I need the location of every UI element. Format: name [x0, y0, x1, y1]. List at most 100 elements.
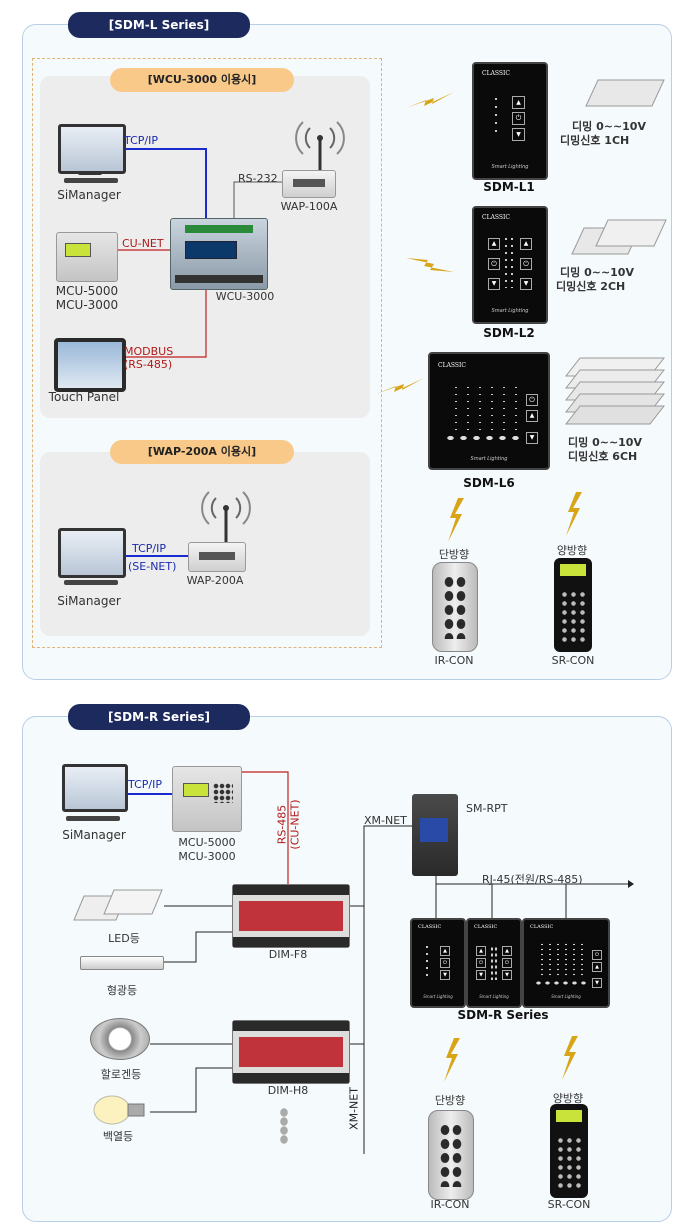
down-button[interactable]: ▼: [502, 970, 512, 980]
power-button[interactable]: ⏻: [488, 258, 500, 270]
sdm-l2-name: SDM-L2: [483, 326, 535, 340]
led-panel-icon: [73, 889, 163, 921]
power-button[interactable]: ⏻: [520, 258, 532, 270]
up-button[interactable]: ▲: [512, 96, 525, 109]
panel-foot: Smart Lighting: [491, 164, 529, 170]
sr-con-label: SR-CON: [551, 654, 595, 667]
power-button[interactable]: ⏻: [440, 958, 450, 968]
touch-panel-label: Touch Panel: [48, 390, 120, 404]
mcu-device: [56, 232, 118, 282]
panel-brand: CLASSIC: [530, 924, 554, 930]
power-button[interactable]: ⏻: [512, 112, 525, 125]
up-button[interactable]: ▲: [488, 238, 500, 250]
sdm-r1-panel: CLASSIC ▲ ⏻ ▼ Smart Lighting: [410, 918, 466, 1008]
up-button[interactable]: ▲: [526, 410, 538, 422]
sdm-r6-panel: CLASSIC ⏻ ▲ ▼ Smart Lighting: [522, 918, 610, 1008]
mcu-5000-label-r: MCU-5000: [178, 836, 236, 849]
sdm-l2-line1: 디밍 0~~10V: [560, 266, 634, 279]
dim-h8-device: [232, 1020, 350, 1084]
lightning-bolt-icon: [406, 92, 454, 108]
down-button[interactable]: ▼: [440, 970, 450, 980]
sdm-l6-line1: 디밍 0~~10V: [568, 436, 642, 449]
ir-con-remote-r: [428, 1110, 474, 1200]
sdm-l-title: [SDM-L Series]: [68, 12, 250, 38]
simanager-label-r: SiManager: [62, 828, 126, 842]
sr-con-heading: 양방향: [556, 544, 588, 557]
bulb-icon: [93, 1095, 145, 1125]
sdm-l6-name: SDM-L6: [463, 476, 515, 490]
lightning-bolt-icon: [566, 492, 582, 536]
simanager-monitor-2: [58, 528, 126, 578]
led-panel-icon: [571, 219, 667, 255]
up-button[interactable]: ▲: [502, 946, 512, 956]
wcu-3000-device: [170, 218, 268, 290]
wifi-antenna-icon: [295, 121, 345, 172]
dim-h8-label: DIM-H8: [267, 1084, 309, 1097]
sdm-r2-panel: CLASSIC ▲ ⏻ ▼ ▲ ⏻ ▼ Smart Lighting: [466, 918, 522, 1008]
panel-foot: Smart Lighting: [491, 308, 529, 314]
wap-200a-device: [188, 542, 246, 572]
power-button[interactable]: ⏻: [592, 950, 602, 960]
down-button[interactable]: ▼: [526, 432, 538, 444]
wap-usage-title: [WAP-200A 이용시]: [110, 440, 294, 464]
sdm-l1-line1: 디밍 0~~10V: [572, 120, 646, 133]
dashed-outline: [32, 58, 382, 648]
sr-con-remote-r: [550, 1104, 588, 1198]
sdm-l1-name: SDM-L1: [483, 180, 535, 194]
sr-con-label-r: SR-CON: [547, 1198, 591, 1211]
dim-f8-label: DIM-F8: [268, 948, 308, 961]
down-button[interactable]: ▼: [476, 970, 486, 980]
rj45-label: RJ-45(전원/RS-485): [482, 873, 583, 886]
down-button[interactable]: ▼: [520, 278, 532, 290]
wap-100a-device: [282, 170, 336, 198]
wap-200a-label: WAP-200A: [186, 574, 244, 587]
up-button[interactable]: ▲: [592, 962, 602, 972]
fluorescent-label: 형광등: [106, 984, 138, 997]
sdm-r-title: [SDM-R Series]: [68, 704, 250, 730]
rs485-label: (RS-485): [124, 358, 173, 371]
power-button[interactable]: ⏻: [526, 394, 538, 406]
panel-foot: Smart Lighting: [479, 994, 509, 999]
rs232-label: RS-232: [238, 172, 278, 185]
mcu-5000-label: MCU-5000: [55, 284, 119, 298]
xm-net-label: XM-NET: [364, 814, 407, 827]
halogen-lamp-icon: [90, 1018, 150, 1060]
sdm-l2-panel: CLASSIC ▲ ⏻ ▼ ▲ ⏻ ▼ Smart Lighting: [472, 206, 548, 324]
mcu-3000-label: MCU-3000: [55, 298, 119, 312]
modbus-label: MODBUS: [124, 345, 174, 358]
lightning-bolt-icon: [562, 1036, 578, 1080]
keyboard: [64, 178, 118, 183]
up-button[interactable]: ▲: [440, 946, 450, 956]
panel-brand: CLASSIC: [474, 924, 498, 930]
wap-100a-label: WAP-100A: [280, 200, 338, 213]
led-panel-stack-icon: [564, 357, 666, 425]
sdm-l1-line2: 디밍신호 1CH: [560, 134, 630, 147]
ellipsis-dots: [280, 1108, 288, 1144]
simanager-monitor-r: [62, 764, 128, 812]
rs485-label-r: RS-485: [275, 804, 289, 845]
up-button[interactable]: ▲: [520, 238, 532, 250]
dim-f8-device: [232, 884, 350, 948]
wifi-antenna-icon-2: [201, 491, 251, 542]
sdm-l6-line2: 디밍신호 6CH: [568, 450, 638, 463]
down-button[interactable]: ▼: [512, 128, 525, 141]
sdm-l1-panel: CLASSIC ▲ ⏻ ▼ Smart Lighting: [472, 62, 548, 180]
down-button[interactable]: ▼: [488, 278, 500, 290]
simanager-label-2: SiManager: [57, 594, 121, 608]
cu-net-label: CU-NET: [122, 237, 164, 250]
keyboard-r: [66, 816, 120, 821]
fluorescent-lamp-icon: [80, 956, 164, 970]
simanager-monitor: [58, 124, 126, 174]
panel-foot: Smart Lighting: [551, 994, 581, 999]
up-button[interactable]: ▲: [476, 946, 486, 956]
sdm-l2-line2: 디밍신호 2CH: [556, 280, 626, 293]
down-button[interactable]: ▼: [592, 978, 602, 988]
panel-foot: Smart Lighting: [470, 456, 508, 462]
monitor-stand: [78, 171, 102, 175]
wcu-3000-label: WCU-3000: [215, 290, 275, 303]
keyboard-2: [64, 580, 118, 585]
lightning-bolt-icon: [406, 258, 454, 272]
power-button[interactable]: ⏻: [476, 958, 486, 968]
power-button[interactable]: ⏻: [502, 958, 512, 968]
